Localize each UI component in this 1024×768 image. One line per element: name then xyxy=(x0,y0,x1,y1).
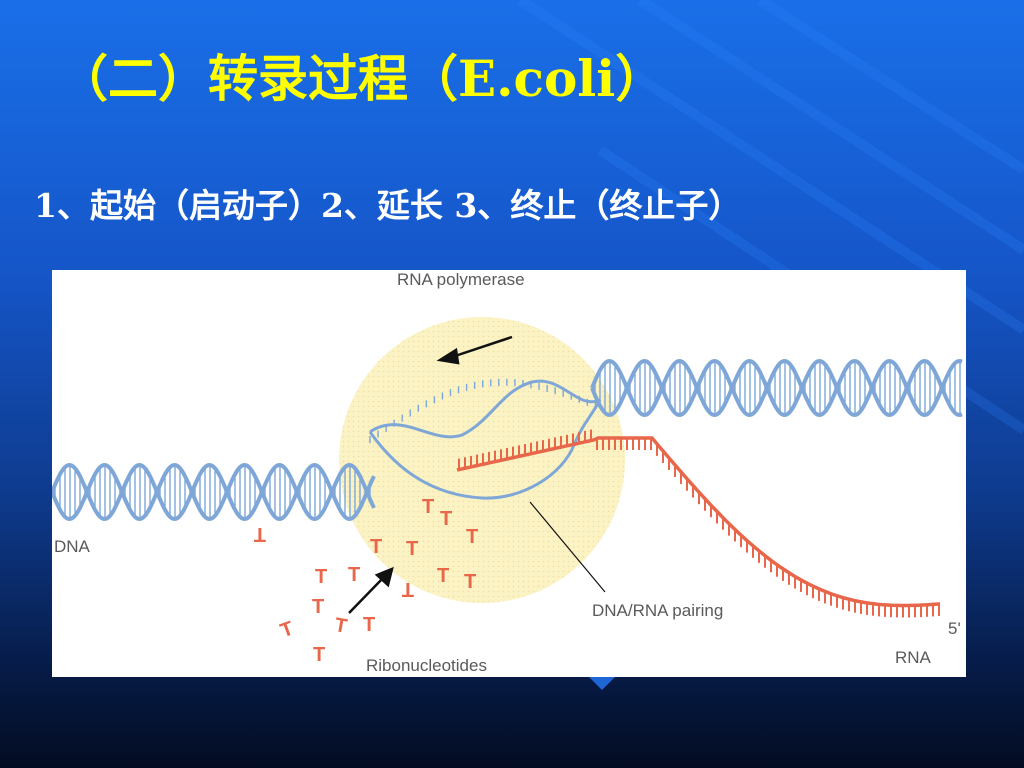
ribonucleotide: T xyxy=(370,536,382,558)
polymerase-direction-arrow xyxy=(436,335,513,365)
nucleotide-entry-arrow xyxy=(348,566,394,614)
rna-strand xyxy=(456,429,941,618)
ribonucleotide: T xyxy=(464,571,476,593)
ribonucleotide: T xyxy=(440,508,452,530)
ribonucleotide: T xyxy=(278,617,297,642)
ribonucleotide: T xyxy=(422,496,434,518)
ribonucleotide: T xyxy=(333,614,349,638)
ribonucleotide: T xyxy=(315,566,327,588)
ribonucleotide: T xyxy=(406,538,418,560)
pairing-pointer-line xyxy=(529,501,606,593)
ribonucleotide: T xyxy=(254,523,266,545)
ribonucleotide: T xyxy=(466,526,478,548)
transcription-bubble xyxy=(368,379,602,500)
slide-title: （二）转录过程（E.coli） xyxy=(58,49,666,108)
label-five-prime: 5' xyxy=(948,619,961,638)
label-dna: DNA xyxy=(54,537,91,556)
ribonucleotide: T xyxy=(348,564,360,586)
label-rna-polymerase: RNA polymerase xyxy=(397,270,525,289)
ribonucleotide: T xyxy=(437,565,449,587)
label-ribonucleotides: Ribonucleotides xyxy=(366,656,487,675)
ribonucleotide: T xyxy=(312,596,324,618)
ribonucleotide: T xyxy=(363,614,375,636)
label-dna-rna-pairing: DNA/RNA pairing xyxy=(592,601,723,620)
decorative-triangle xyxy=(588,676,616,690)
slide-subtitle: 1、起始（启动子）2、延长 3、终止（终止子） xyxy=(34,186,742,225)
label-rna: RNA xyxy=(895,648,932,667)
bubble-base-pairs xyxy=(369,378,597,443)
ribonucleotide: T xyxy=(402,578,414,600)
ribonucleotide: T xyxy=(313,644,325,666)
dna-double-helix xyxy=(52,358,963,522)
